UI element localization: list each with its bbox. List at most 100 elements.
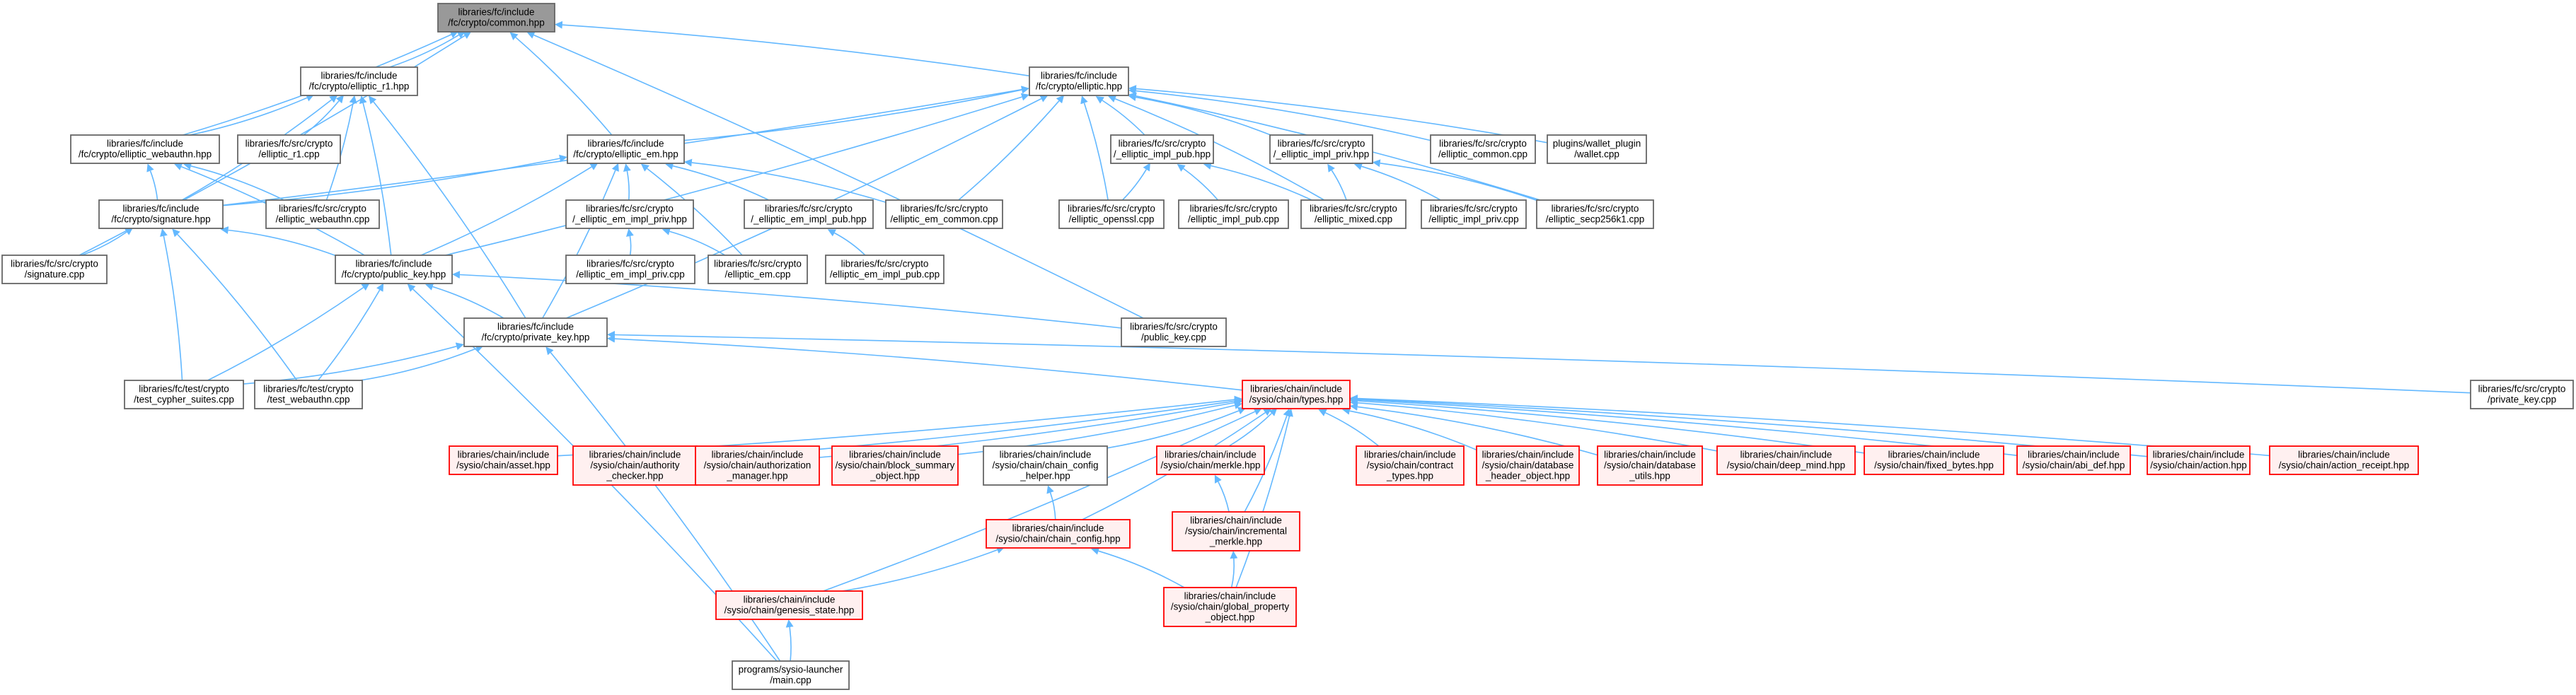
node-private_key_cpp[interactable]: libraries/fc/src/crypto/private_key.cpp — [2470, 380, 2574, 409]
edge-public_key-to-signature — [220, 226, 336, 257]
node-em_common_cpp[interactable]: libraries/fc/src/crypto/elliptic_em_comm… — [885, 199, 1003, 229]
edge-launcher_main-to-genesis_state — [785, 619, 794, 662]
node-box — [265, 199, 380, 229]
node-elliptic_webauthn_cpp[interactable]: libraries/fc/src/crypto/elliptic_webauth… — [265, 199, 380, 229]
node-box — [1597, 445, 1703, 486]
node-label-line: libraries/fc/src/crypto — [246, 139, 333, 149]
node-box — [124, 380, 244, 409]
node-action[interactable]: libraries/chain/include/sysio/chain/acti… — [2147, 445, 2251, 475]
node-chain_config_helper[interactable]: libraries/chain/include/sysio/chain/chai… — [983, 445, 1108, 486]
node-label-line: plugins/wallet_plugin — [1553, 139, 1641, 149]
node-elliptic_r1_cpp[interactable]: libraries/fc/src/crypto/elliptic_r1.cpp — [237, 134, 341, 164]
node-box — [300, 66, 418, 96]
node-signature_cpp[interactable]: libraries/fc/src/crypto/signature.cpp — [1, 255, 108, 284]
node-box — [1716, 445, 1856, 475]
node-contract_types[interactable]: libraries/chain/include/sysio/chain/cont… — [1356, 445, 1465, 486]
node-box — [983, 445, 1108, 486]
edge-private_key_cpp-to-private_key — [607, 331, 2471, 394]
node-deep_mind[interactable]: libraries/chain/include/sysio/chain/deep… — [1716, 445, 1856, 475]
node-label-line: /test_webauthn.cpp — [267, 395, 350, 405]
node-label-line: libraries/fc/src/crypto — [714, 259, 802, 269]
node-label-line: _merkle.hpp — [1209, 537, 1262, 547]
node-label-line: /_elliptic_em_impl_pub.hpp — [751, 214, 867, 225]
node-merkle[interactable]: libraries/chain/include/sysio/chain/merk… — [1156, 445, 1265, 475]
node-database_header[interactable]: libraries/chain/include/sysio/chain/data… — [1476, 445, 1580, 486]
node-private_key[interactable]: libraries/fc/include/fc/crypto/private_k… — [463, 317, 608, 347]
node-impl_pub[interactable]: libraries/fc/src/crypto/_elliptic_impl_p… — [1110, 134, 1214, 164]
node-wallet_cpp[interactable]: plugins/wallet_plugin/wallet.cpp — [1547, 134, 1647, 164]
node-label-line: /sysio/chain/types.hpp — [1249, 395, 1344, 405]
node-elliptic[interactable]: libraries/fc/include/fc/crypto/elliptic.… — [1029, 66, 1129, 96]
edge-action_receipt-to-types — [1350, 395, 2270, 457]
node-em_impl_priv[interactable]: libraries/fc/src/crypto/_elliptic_em_imp… — [565, 199, 694, 229]
node-elliptic_common_cpp[interactable]: libraries/fc/src/crypto/elliptic_common.… — [1430, 134, 1536, 164]
node-impl_priv[interactable]: libraries/fc/src/crypto/_elliptic_impl_p… — [1269, 134, 1373, 164]
node-common[interactable]: libraries/fc/include/fc/crypto/common.hp… — [437, 3, 555, 33]
node-label-line: /sysio/chain/database — [1482, 460, 1574, 471]
node-label-line: /_elliptic_impl_pub.hpp — [1114, 149, 1211, 160]
node-em_impl_priv_cpp[interactable]: libraries/fc/src/crypto/elliptic_em_impl… — [565, 255, 695, 284]
node-label-line: libraries/fc/src/crypto — [1068, 204, 1155, 214]
node-genesis_state[interactable]: libraries/chain/include/sysio/chain/gene… — [715, 590, 863, 620]
node-authorization_manager[interactable]: libraries/chain/include/sysio/chain/auth… — [695, 445, 820, 486]
node-database_utils[interactable]: libraries/chain/include/sysio/chain/data… — [1597, 445, 1703, 486]
node-openssl_cpp[interactable]: libraries/fc/src/crypto/elliptic_openssl… — [1058, 199, 1165, 229]
node-elliptic_em[interactable]: libraries/fc/include/fc/crypto/elliptic_… — [567, 134, 685, 164]
edge-public_key_cpp-to-common — [526, 31, 1144, 319]
edge-public_key-to-elliptic — [445, 93, 1029, 256]
node-box — [2269, 445, 2419, 475]
node-asset[interactable]: libraries/chain/include/sysio/chain/asse… — [449, 445, 558, 475]
node-label-line: /signature.cpp — [25, 269, 85, 280]
node-em_impl_pub[interactable]: libraries/fc/src/crypto/_elliptic_em_imp… — [744, 199, 874, 229]
node-label-line: libraries/fc/src/crypto — [765, 204, 853, 214]
edge-elliptic_em-to-common — [509, 32, 613, 136]
node-label-line: libraries/fc/src/crypto — [586, 204, 674, 214]
edge-elliptic_webauthn_cpp-to-elliptic_r1 — [325, 95, 357, 201]
node-em_cpp[interactable]: libraries/fc/src/crypto/elliptic_em.cpp — [707, 255, 808, 284]
node-test_webauthn[interactable]: libraries/fc/test/crypto/test_webauthn.c… — [254, 380, 363, 409]
node-box — [1476, 445, 1580, 486]
node-public_key[interactable]: libraries/fc/include/fc/crypto/public_ke… — [335, 255, 453, 284]
node-elliptic_webauthn[interactable]: libraries/fc/include/fc/crypto/elliptic_… — [70, 134, 220, 164]
node-impl_pub_cpp[interactable]: libraries/fc/src/crypto/elliptic_impl_pu… — [1178, 199, 1289, 229]
node-box — [2016, 445, 2131, 475]
node-types[interactable]: libraries/chain/include/sysio/chain/type… — [1242, 380, 1351, 409]
node-label-line: /sysio/chain/genesis_state.hpp — [724, 605, 855, 616]
edge-chain_config-to-chain_config_helper — [1046, 485, 1056, 520]
edge-secp_cpp-to-impl_priv — [1372, 159, 1537, 202]
node-chain_config[interactable]: libraries/chain/include/sysio/chain/chai… — [986, 519, 1131, 549]
edge-mixed_cpp-to-impl_pub — [1203, 162, 1312, 201]
edge-contract_types-to-types — [1318, 409, 1380, 447]
node-action_receipt[interactable]: libraries/chain/include/sysio/chain/acti… — [2269, 445, 2419, 475]
node-signature[interactable]: libraries/fc/include/fc/crypto/signature… — [98, 199, 224, 229]
edge-fixed_bytes-to-types — [1349, 397, 1865, 454]
node-label-line: libraries/chain/include — [849, 450, 941, 460]
node-impl_priv_cpp[interactable]: libraries/fc/src/crypto/elliptic_impl_pr… — [1421, 199, 1527, 229]
node-incremental_merkle[interactable]: libraries/chain/include/sysio/chain/incr… — [1172, 511, 1300, 551]
node-mixed_cpp[interactable]: libraries/fc/src/crypto/elliptic_mixed.c… — [1300, 199, 1407, 229]
edge-elliptic-to-common — [554, 21, 1030, 77]
node-global_property[interactable]: libraries/chain/include/sysio/chain/glob… — [1163, 587, 1297, 627]
edge-incremental_merkle-to-merkle — [1214, 474, 1230, 513]
node-label-line: libraries/fc/src/crypto — [1190, 204, 1278, 214]
node-test_cypher[interactable]: libraries/fc/test/crypto/test_cypher_sui… — [124, 380, 244, 409]
node-launcher_main[interactable]: programs/sysio-launcher/main.cpp — [732, 660, 850, 690]
node-elliptic_r1[interactable]: libraries/fc/include/fc/crypto/elliptic_… — [300, 66, 418, 96]
node-authority_checker[interactable]: libraries/chain/include/sysio/chain/auth… — [572, 445, 698, 486]
node-block_summary[interactable]: libraries/chain/include/sysio/chain/bloc… — [831, 445, 959, 486]
node-public_key_cpp[interactable]: libraries/fc/src/crypto/public_key.cpp — [1121, 317, 1227, 347]
node-label-line: libraries/chain/include — [589, 450, 681, 460]
node-fixed_bytes[interactable]: libraries/chain/include/sysio/chain/fixe… — [1864, 445, 2004, 475]
edge-em_cpp-to-em_impl_priv — [662, 228, 726, 256]
node-box — [1421, 199, 1527, 229]
node-label-line: /elliptic_r1.cpp — [258, 149, 319, 160]
edge-elliptic_r1_cpp-to-elliptic_r1 — [303, 95, 345, 136]
node-label-line: libraries/chain/include — [2153, 450, 2245, 460]
node-abi_def[interactable]: libraries/chain/include/sysio/chain/abi_… — [2016, 445, 2131, 475]
node-label-line: /elliptic_impl_priv.cpp — [1428, 214, 1518, 225]
edge-em_cpp-to-elliptic_em — [640, 163, 743, 256]
edge-types-to-private_key — [607, 334, 1243, 391]
node-secp_cpp[interactable]: libraries/fc/src/crypto/elliptic_secp256… — [1536, 199, 1654, 229]
edge-em_common_cpp-to-elliptic — [958, 95, 1065, 201]
node-em_impl_pub_cpp[interactable]: libraries/fc/src/crypto/elliptic_em_impl… — [825, 255, 945, 284]
